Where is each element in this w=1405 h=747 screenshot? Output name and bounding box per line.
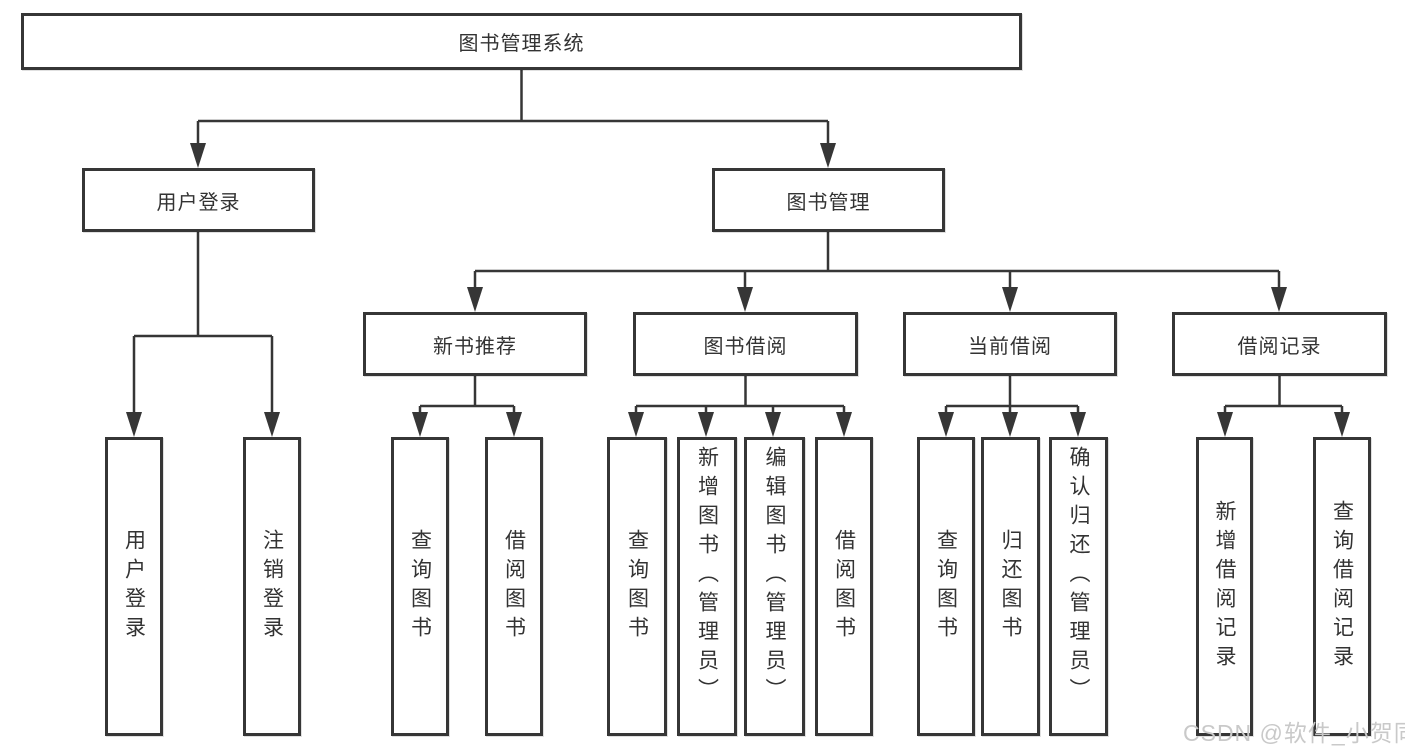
leaf-label: 用户登录 bbox=[122, 528, 146, 645]
csdn-watermark: CSDN @软件_小贺同学 bbox=[1183, 720, 1405, 746]
node-new-book-recommendation: 新书推荐 bbox=[363, 312, 587, 376]
leaf-label: 新增借阅记录 bbox=[1213, 499, 1236, 674]
leaf-borrow-books-recommendation: 借阅图书 bbox=[485, 437, 543, 736]
node-current-borrowing: 当前借阅 bbox=[903, 312, 1117, 376]
leaf-logout: 注销登录 bbox=[243, 437, 301, 736]
leaf-label: 查询图书 bbox=[934, 528, 958, 645]
node-user-login: 用户登录 bbox=[82, 168, 315, 232]
leaf-query-books-recommendation: 查询图书 bbox=[391, 437, 449, 736]
leaf-query-borrow-record: 查询借阅记录 bbox=[1313, 437, 1371, 736]
leaf-label: 归还图书 bbox=[999, 528, 1022, 645]
leaf-label: 查询图书 bbox=[408, 528, 432, 645]
leaf-query-books-current: 查询图书 bbox=[917, 437, 975, 736]
leaf-user-login: 用户登录 bbox=[105, 437, 163, 736]
leaf-label: 新增图书（管理员） bbox=[695, 446, 719, 707]
leaf-add-books-admin: 新增图书（管理员） bbox=[677, 437, 737, 736]
leaf-label: 确认归还（管理员） bbox=[1067, 446, 1090, 707]
leaf-label: 查询图书 bbox=[625, 528, 649, 645]
leaf-borrow-books-borrowing: 借阅图书 bbox=[815, 437, 873, 736]
leaf-add-borrow-record: 新增借阅记录 bbox=[1196, 437, 1253, 736]
node-borrowing-records: 借阅记录 bbox=[1172, 312, 1387, 376]
node-book-management: 图书管理 bbox=[712, 168, 945, 232]
node-book-borrowing: 图书借阅 bbox=[633, 312, 858, 376]
leaf-confirm-return-admin: 确认归还（管理员） bbox=[1049, 437, 1108, 736]
leaf-edit-books-admin: 编辑图书（管理员） bbox=[744, 437, 805, 736]
leaf-label: 借阅图书 bbox=[832, 528, 856, 645]
node-library-management-system: 图书管理系统 bbox=[21, 13, 1022, 70]
leaf-label: 注销登录 bbox=[260, 528, 284, 645]
leaf-label: 查询借阅记录 bbox=[1330, 499, 1354, 674]
leaf-label: 编辑图书（管理员） bbox=[763, 446, 786, 707]
leaf-return-books: 归还图书 bbox=[981, 437, 1040, 736]
leaf-query-books-borrowing: 查询图书 bbox=[607, 437, 667, 736]
leaf-label: 借阅图书 bbox=[502, 528, 526, 645]
